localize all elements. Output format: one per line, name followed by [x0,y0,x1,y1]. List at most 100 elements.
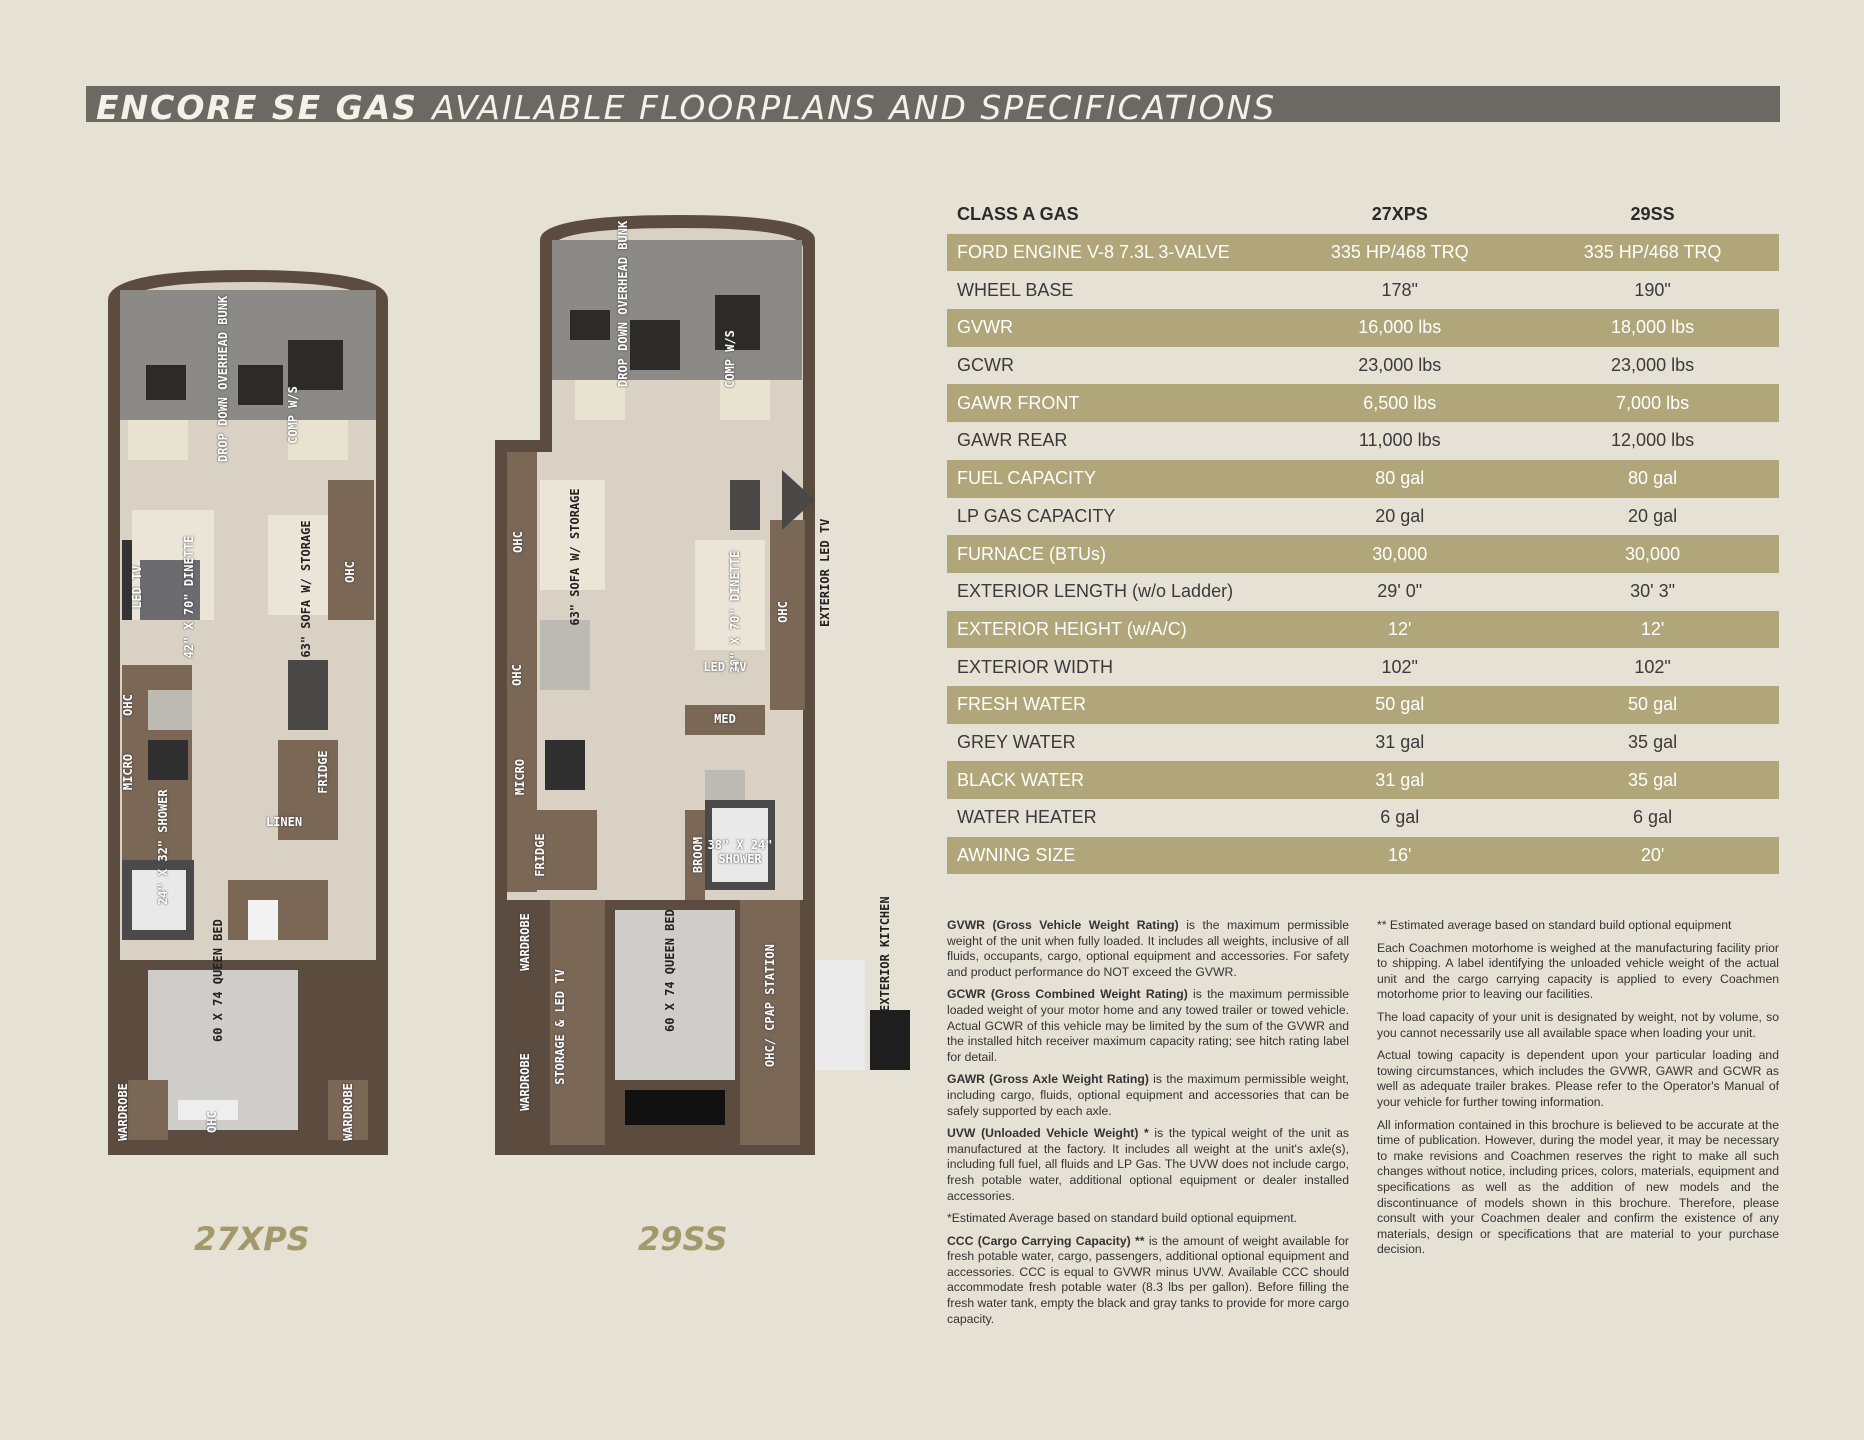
note-term: UVW (Unloaded Vehicle Weight) * [947,1126,1149,1141]
label-broom: BROOM [691,836,705,874]
spec-value-29ss: 50 gal [1526,685,1779,724]
label-fridge: FRIDGE [533,833,547,877]
spec-label: EXTERIOR HEIGHT (w/A/C) [947,610,1274,649]
spec-table: CLASS A GAS 27XPS 29SS FORD ENGINE V-8 7… [947,196,1779,875]
spec-value-29ss: 80 gal [1526,459,1779,498]
note-estimated: *Estimated Average based on standard bui… [947,1211,1349,1227]
spec-label: EXTERIOR LENGTH (w/o Ladder) [957,581,1234,602]
spec-label: WHEEL BASE [957,279,1074,300]
note-ccc: CCC (Cargo Carrying Capacity) ** is the … [947,1234,1349,1328]
notes-left: GVWR (Gross Vehicle Weight Rating) is th… [947,918,1349,1334]
spec-value-29ss: 335 HP/468 TRQ [1526,233,1779,272]
note-text: is the maximum permissible weight, inclu… [947,1072,1349,1118]
note-text: is the amount of weight available for fr… [947,1233,1349,1326]
page-title-bold: ENCORE SE GAS [96,88,419,127]
label-wardrobe-2: WARDROBE [341,1083,355,1141]
label-queen-bed: 60 X 74 QUEEN BED [663,909,677,1032]
spec-row: WATER HEATER 6 gal 6 gal [947,799,1779,837]
label-comp-ws: COMP W/S [286,386,300,444]
spec-value-27xps: 29' 0" [1377,581,1423,602]
spec-value-27xps: 6 gal [1380,807,1420,828]
label-sofa: 63" SOFA W/ STORAGE [299,520,313,658]
spec-value-29ss: 6 gal [1633,807,1673,828]
spec-header-label: CLASS A GAS [957,204,1079,225]
note-term: CCC (Cargo Carrying Capacity) ** [947,1233,1145,1248]
label-dinette: 30" X 70" DINETTE [728,550,742,674]
note-right-disclaimer: All information contained in this brochu… [1377,1117,1779,1257]
note-right-load-capacity: The load capacity of your unit is design… [1377,1009,1779,1040]
spec-value-27xps: 20 gal [1375,505,1425,526]
label-overhead-bunk: DROP DOWN OVERHEAD BUNK [616,220,630,387]
spec-value-29ss: 30' 3" [1630,581,1675,602]
spec-header-row: CLASS A GAS 27XPS 29SS [947,196,1779,234]
note-gawr: GAWR (Gross Axle Weight Rating) is the m… [947,1072,1349,1119]
spec-value-27xps: 12' [1273,610,1527,649]
spec-value-27xps: 16,000 lbs [1273,309,1527,347]
floorplan-name-27xps: 27XPS [194,1220,310,1258]
label-ohc-3: OHC [205,1111,219,1133]
spec-value-27xps: 178" [1381,279,1418,300]
spec-label: WATER HEATER [957,807,1097,828]
notes-right: ** Estimated average based on standard b… [1377,918,1779,1265]
spec-value-29ss: 20' [1526,836,1779,875]
floorplan-29ss: DROP DOWN OVERHEAD BUNK COMP W/S OHC 63"… [490,210,920,1180]
label-linen: LINEN [265,815,303,829]
label-ohc-1: OHC [343,561,357,583]
page-title: ENCORE SE GAS AVAILABLE FLOORPLANS AND SP… [96,88,1276,128]
note-term: GVWR (Gross Vehicle Weight Rating) [947,918,1179,932]
floorplan-29ss-drawing [495,215,910,1155]
spec-value-27xps: 6,500 lbs [1273,384,1527,423]
label-micro: MICRO [121,753,135,791]
spec-value-27xps: 50 gal [1273,685,1527,724]
note-gcwr: GCWR (Gross Combined Weight Rating) is t… [947,987,1349,1065]
note-term: GCWR (Gross Combined Weight Rating) [947,987,1188,1002]
spec-value-27xps: 23,000 lbs [1358,355,1442,376]
note-gvwr: GVWR (Gross Vehicle Weight Rating) is th… [947,918,1349,980]
floorplan-name-29ss: 29SS [638,1220,728,1258]
spec-value-27xps: 30,000 [1273,535,1527,573]
label-ohc-2: OHC [121,694,135,716]
note-uvw: UVW (Unloaded Vehicle Weight) * is the t… [947,1126,1349,1204]
spec-value-27xps: 80 gal [1273,459,1527,498]
label-wardrobe-1: WARDROBE [116,1083,130,1141]
spec-value-29ss: 30,000 [1526,535,1779,573]
note-right-weighing: Each Coachmen motorhome is weighed at th… [1377,940,1779,1002]
label-exterior-kitchen: EXTERIOR KITCHEN [878,896,892,1012]
note-right-estimated: ** Estimated average based on standard b… [1377,918,1732,932]
note-term: GAWR (Gross Axle Weight Rating) [947,1072,1149,1087]
spec-label: BLACK WATER [947,761,1274,799]
spec-value-29ss: 23,000 lbs [1611,355,1695,376]
label-queen-bed: 60 X 74 QUEEN BED [211,919,225,1042]
spec-value-29ss: 35 gal [1526,761,1779,799]
spec-label: EXTERIOR WIDTH [957,656,1113,677]
spec-value-29ss: 18,000 lbs [1526,309,1779,347]
spec-row: EXTERIOR LENGTH (w/o Ladder) 29' 0" 30' 3" [947,573,1779,611]
label-ohc-2: OHC [776,601,790,623]
label-ohc-3: OHC [510,664,524,686]
note-text: *Estimated Average based on standard bui… [947,1211,1298,1226]
spec-value-27xps: 31 gal [1273,761,1527,799]
note-text: is the maximum permissible weight of the… [947,918,1349,979]
label-exterior-led-tv: EXTERIOR LED TV [818,518,832,627]
page-title-rest: AVAILABLE FLOORPLANS AND SPECIFICATIONS [432,88,1277,127]
label-wardrobe-1: WARDROBE [518,913,532,971]
spec-value-27xps: 11,000 lbs [1358,430,1441,451]
spec-header-27xps: 27XPS [1371,204,1428,225]
spec-value-29ss: 102" [1634,656,1671,677]
note-right-towing: Actual towing capacity is dependent upon… [1377,1048,1779,1109]
spec-label: FURNACE (BTUs) [947,535,1274,573]
spec-label: GAWR FRONT [947,384,1274,423]
spec-value-29ss: 20 gal [1628,505,1678,526]
spec-value-27xps: 16' [1273,836,1527,875]
label-dinette: 42" X 70" DINETTE [182,535,196,659]
label-shower: 24" X 32" SHOWER [156,789,170,905]
label-overhead-bunk: DROP DOWN OVERHEAD BUNK [216,295,230,462]
